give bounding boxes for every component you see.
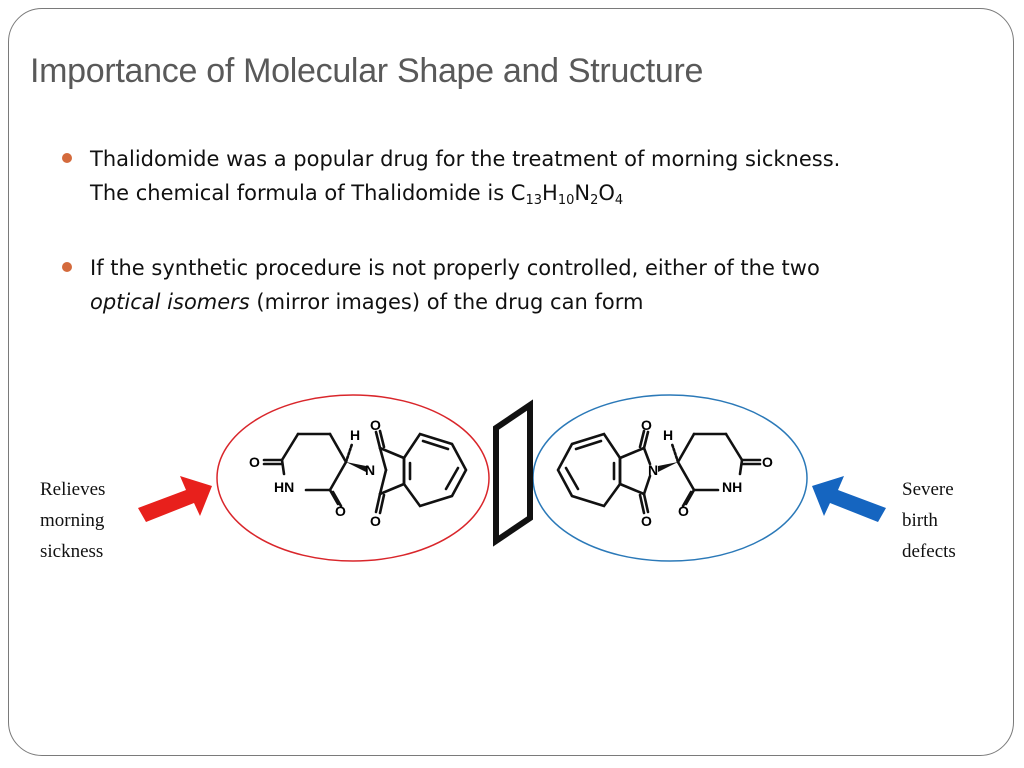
formula-o: O [598,181,615,205]
formula-prefix: The chemical formula of Thalidomide is C [90,181,526,205]
formula-h: H [542,181,558,205]
bullet-1: Thalidomide was a popular drug for the t… [62,142,950,210]
bullet-2-line-2: optical isomers (mirror images) of the d… [90,285,950,319]
right-o-4: O [762,454,773,470]
left-o-1: O [249,454,260,470]
bullet-1-line-2: The chemical formula of Thalidomide is C… [90,176,950,210]
formula-n-sub: 2 [590,193,599,208]
left-o-2: O [335,503,346,519]
left-thalidomide-molecule [262,429,468,515]
left-arrow [138,476,212,522]
bullet-2-rest: (mirror images) of the drug can form [249,290,644,314]
right-o-1: O [641,417,652,433]
right-nh: NH [722,479,742,495]
left-label: Relieves morning sickness [40,474,105,567]
right-n: N [648,462,658,478]
left-label-line-1: Relieves [40,479,106,500]
right-label: Severe birth defects [902,474,956,567]
bullet-2: If the synthetic procedure is not proper… [62,251,950,319]
formula-o-sub: 4 [614,193,624,208]
formula-n: N [574,181,591,205]
right-isomer-ellipse [532,394,808,562]
left-o-4: O [370,513,381,529]
bullet-dot [62,262,72,272]
right-label-line-3: defects [902,541,956,562]
bullet-dot [62,153,72,163]
mirror-plane [493,399,533,547]
formula-h-sub: 10 [557,193,575,208]
right-o-3: O [678,503,689,519]
bullet-1-line-1: Thalidomide was a popular drug for the t… [90,147,841,171]
right-thalidomide-molecule [556,429,762,515]
left-label-line-2: morning [40,510,105,531]
right-h: H [663,427,673,443]
left-o-3: O [370,417,381,433]
left-hn: HN [274,479,294,495]
left-label-line-3: sickness [40,541,104,562]
right-arrow [812,476,886,522]
slide-frame [8,8,1014,756]
slide-title: Importance of Molecular Shape and Struct… [30,52,704,90]
left-isomer-ellipse [216,394,490,562]
right-o-2: O [641,513,652,529]
left-n: N [365,462,375,478]
left-h: H [350,427,360,443]
formula-c-sub: 13 [525,193,543,208]
right-label-line-2: birth [902,510,938,531]
right-label-line-1: Severe [902,479,954,500]
optical-isomers-text: optical isomers [90,290,250,314]
bullet-2-line-1: If the synthetic procedure is not proper… [90,256,820,280]
